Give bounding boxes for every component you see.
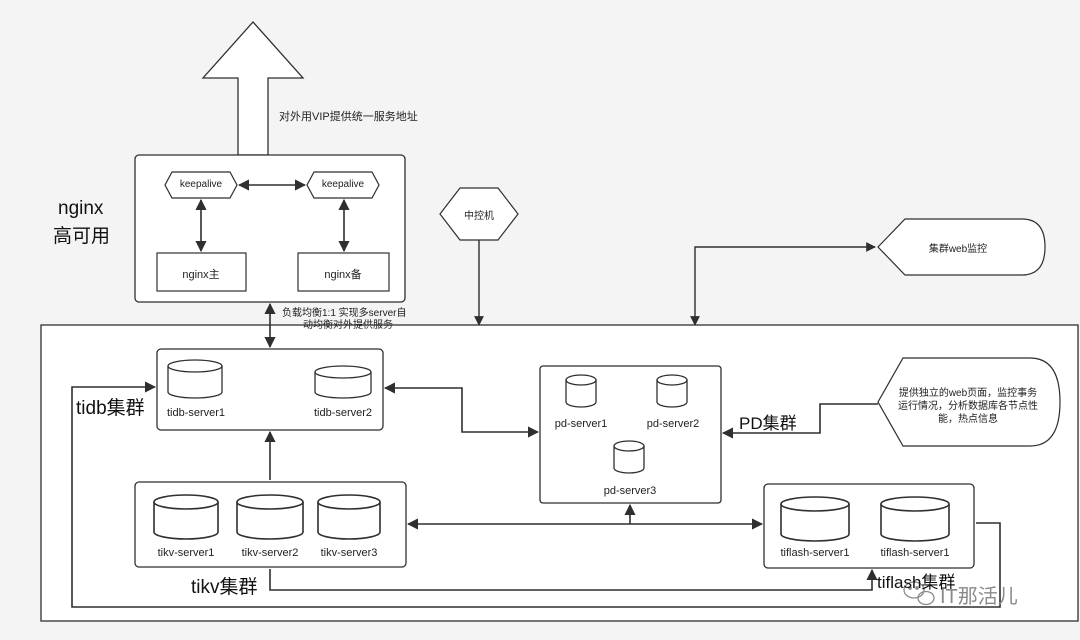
central-control-label: 中控机: [464, 211, 494, 222]
tikv-server1-cylinder-icon: [153, 494, 219, 540]
nginx-title-line2: 高可用: [53, 226, 111, 247]
tikv-server2-label: tikv-server2: [241, 547, 299, 559]
keepalive-right-label: keepalive: [321, 179, 365, 190]
load-balance-line2: 动均衡对外提供服务: [303, 320, 393, 331]
tidb-server1-cylinder-icon: [167, 359, 223, 399]
pd-server2-label: pd-server2: [646, 418, 700, 430]
tiflash-server1b-label: tiflash-server1: [880, 547, 950, 559]
tikv-server3-label: tikv-server3: [320, 547, 378, 559]
tidb-pd-arrow: [383, 382, 540, 438]
pd-callout-line1: 提供独立的web页面，监控事务: [898, 388, 1038, 399]
keepalive-left-node: [164, 171, 238, 199]
pd-callout-line2: 运行情况，分析数据库各节点性: [898, 401, 1038, 412]
wechat-logo-icon: [903, 581, 935, 606]
vip-up-arrow-icon: [201, 21, 305, 156]
keepalive-right-node: [306, 171, 380, 199]
nginx-master-label: nginx主: [182, 269, 220, 281]
nginx-backup-label: nginx备: [324, 269, 362, 281]
tidb-server1-label: tidb-server1: [166, 407, 226, 419]
tidb-cluster-label: tidb集群: [76, 398, 145, 419]
pd-server3-cylinder-icon: [613, 440, 645, 474]
nginx-backup-box: [297, 252, 390, 292]
pd-callout-line3: 能，热点信息: [938, 414, 998, 425]
load-balance-line1: 负载均衡1:1 实现多server自: [282, 308, 407, 319]
tiflash-cluster-label: tiflash集群: [877, 573, 956, 592]
tikv-server1-label: tikv-server1: [157, 547, 215, 559]
cluster-web-monitor-label: 集群web监控: [928, 244, 988, 255]
pd-cluster-label: PD集群: [739, 414, 797, 433]
pd-server2-cylinder-icon: [656, 374, 688, 408]
tidb-server2-label: tidb-server2: [313, 407, 373, 419]
tiflash-server1a-label: tiflash-server1: [780, 547, 850, 559]
tiflash-server1a-cylinder-icon: [780, 496, 850, 542]
tikv-server3-cylinder-icon: [317, 494, 381, 540]
tiflash-server1b-cylinder-icon: [880, 496, 950, 542]
pd-server1-cylinder-icon: [565, 374, 597, 408]
tidb-server2-cylinder-icon: [314, 365, 372, 399]
central-control-node: [439, 187, 519, 241]
pd-server3-label: pd-server3: [603, 485, 657, 497]
vip-text: 对外用VIP提供统一服务地址: [279, 111, 418, 123]
tikv-loop-connector: [269, 568, 878, 591]
tikv-server2-cylinder-icon: [236, 494, 304, 540]
tikv-cluster-label: tikv集群: [191, 577, 258, 598]
keepalive-left-label: keepalive: [179, 179, 223, 190]
tiflash-tidb-loop-connector: [71, 381, 1001, 608]
nginx-title-line1: nginx: [58, 198, 104, 219]
watermark-text: IT那活儿: [940, 586, 1018, 608]
cluster-web-monitor-node: [877, 218, 1046, 276]
pd-callout-node: [877, 357, 1061, 447]
web-monitor-arrow: [690, 242, 876, 326]
pd-server1-label: pd-server1: [554, 418, 608, 430]
nginx-master-box: [156, 252, 247, 292]
pd-callout-arrow: [721, 403, 878, 439]
